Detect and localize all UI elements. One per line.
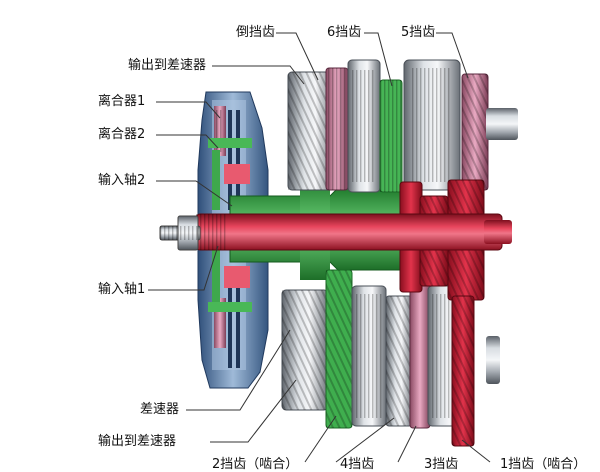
label-gear1: 1挡齿（啮合）	[500, 457, 587, 472]
leader-lines	[148, 32, 491, 463]
label-gear2: 2挡齿（啮合）	[212, 457, 299, 472]
upper-gear-cluster	[287, 59, 518, 193]
label-gear5: 5挡齿	[401, 25, 436, 40]
label-clutch1: 离合器1	[98, 94, 146, 109]
label-output-top: 输出到差速器	[128, 58, 207, 73]
label-gear6: 6挡齿	[327, 25, 362, 40]
input-shaft-1	[195, 213, 512, 251]
label-differential: 差速器	[140, 402, 180, 417]
input-stub	[159, 215, 201, 251]
label-reverse-gear: 倒挡齿	[236, 25, 276, 40]
clutch2-plates	[208, 138, 252, 312]
label-gear4: 4挡齿	[340, 457, 375, 472]
label-input-shaft1: 输入轴1	[98, 282, 146, 297]
label-clutch2: 离合器2	[98, 127, 146, 142]
label-gear3: 3挡齿	[424, 457, 459, 472]
label-output-bottom: 输出到差速器	[98, 434, 177, 449]
label-input-shaft2: 输入轴2	[98, 173, 146, 188]
